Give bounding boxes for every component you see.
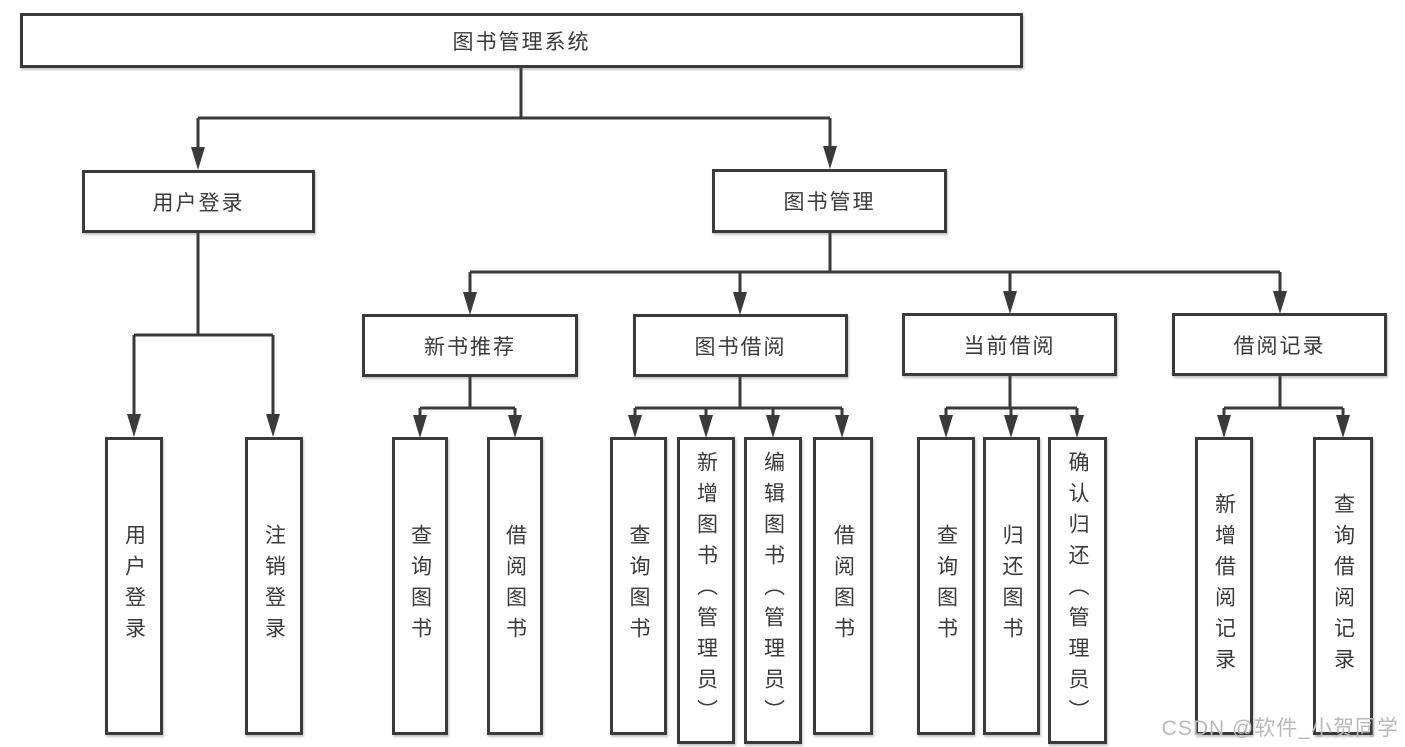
node-label: 查询图书 [408,524,432,648]
node-book-management: 图书管理 [712,169,947,233]
node-label: 新增借阅记录 [1212,493,1236,679]
node-label: 借阅图书 [503,524,527,648]
csdn-watermark: CSDN @软件_小贺同学 [1161,717,1399,740]
node-label: 确认归还（管理员） [1066,451,1089,730]
node-label: 新增图书（管理员） [694,451,718,730]
node-label: 当前借阅 [963,334,1056,358]
node-label: 查询借阅记录 [1331,493,1355,679]
node-logout-action: 注销登录 [245,437,303,735]
node-borrow-books-action: 借阅图书 [813,437,873,735]
node-new-book-recommendation: 新书推荐 [362,314,578,377]
node-label: 新书推荐 [424,335,516,359]
node-label: 借阅图书 [831,524,855,648]
node-label: 查询图书 [934,524,958,648]
node-label: 用户登录 [122,524,146,648]
node-library-management-system: 图书管理系统 [20,13,1023,68]
node-label: 查询图书 [627,524,650,648]
node-label: 注销登录 [262,524,286,648]
node-label: 图书管理 [783,191,876,214]
node-label: 用户登录 [152,191,245,215]
node-confirm-return-admin: 确认归还（管理员） [1048,437,1107,744]
node-current-borrowing: 当前借阅 [902,313,1117,376]
node-query-books-borrow: 查询图书 [610,437,667,735]
node-add-books-admin: 新增图书（管理员） [677,437,735,744]
node-edit-books-admin: 编辑图书（管理员） [744,437,802,744]
node-user-login-action: 用户登录 [105,437,163,735]
node-label: 借阅记录 [1233,334,1326,358]
node-query-borrow-record: 查询借阅记录 [1313,437,1373,735]
node-query-books-current: 查询图书 [917,437,975,735]
node-borrowing-records: 借阅记录 [1172,313,1387,376]
node-book-borrowing: 图书借阅 [633,314,848,377]
node-add-borrow-record: 新增借阅记录 [1195,437,1253,735]
node-label: 图书借阅 [694,335,787,359]
node-label: 图书管理系统 [452,30,591,54]
arrowheads [127,146,1350,438]
node-query-books-recommend: 查询图书 [392,437,448,735]
node-return-books: 归还图书 [983,437,1040,735]
node-user-login: 用户登录 [82,170,315,233]
node-label: 归还图书 [1000,524,1023,648]
node-label: 编辑图书（管理员） [761,451,785,730]
node-borrow-books-recommend: 借阅图书 [487,437,543,735]
